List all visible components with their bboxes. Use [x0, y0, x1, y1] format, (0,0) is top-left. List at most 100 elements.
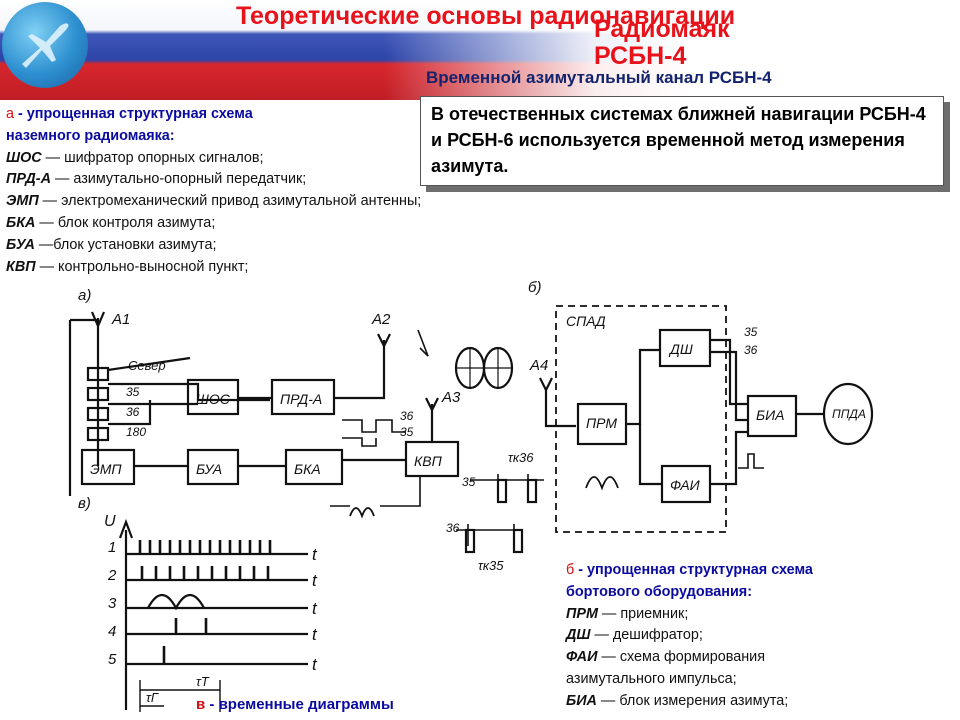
label-dsh-36: 36 — [744, 343, 758, 357]
label-north: Север — [128, 358, 166, 373]
label-kvp-36: 36 — [400, 409, 414, 423]
legend-abbr: БУА — [6, 236, 35, 253]
label-35: 35 — [126, 385, 140, 399]
label-a4: А4 — [529, 357, 548, 374]
label-tau-k36: τк36 — [508, 450, 534, 465]
label-180: 180 — [126, 425, 146, 439]
legend-abbr: ЭМП — [6, 193, 39, 210]
t-label-1: t — [312, 545, 318, 564]
legend-timing-text: - временные диаграммы — [205, 696, 394, 713]
legend-item: ПРМ — приемник; — [566, 604, 813, 626]
legend-item: БУА —блок установки азимута; — [6, 235, 421, 257]
legend-desc: —блок установки азимута; — [34, 236, 217, 253]
label-tau-g: τГ — [146, 690, 159, 705]
legend-item: БКА — блок контроля азимута; — [6, 213, 421, 235]
legend-desc: — азимутально-опорный передатчик; — [50, 171, 307, 188]
legend-desc: — блок контроля азимута; — [35, 214, 216, 231]
ppda-indicator — [822, 382, 874, 446]
legend-desc: — блок измерения азимута; — [596, 692, 789, 709]
legend-item: азимутального импульса; — [566, 669, 813, 691]
legend-item: КВП — контрольно-выносной пункт; — [6, 257, 421, 279]
legend-onboard: б - упрощенная структурная схема бортово… — [566, 560, 813, 713]
label-b: б) — [528, 279, 541, 296]
legend-abbr: ФАИ — [566, 649, 598, 666]
label-dsh: ДШ — [668, 341, 693, 357]
label-pulse-35: 35 — [462, 475, 476, 489]
label-pulse-36: 36 — [446, 521, 460, 535]
legend-onboard-title: б - упрощенная структурная схема — [566, 560, 813, 582]
row-label-4: 4 — [108, 623, 116, 640]
label-kvp: КВП — [414, 453, 443, 469]
legend-desc: — приемник; — [597, 605, 689, 622]
antenna-a3-symbol — [425, 397, 439, 413]
page-title: Теоретические основы радионавигации — [236, 2, 736, 30]
row-label-5: 5 — [108, 651, 117, 668]
legend-item: ФАИ — схема формирования — [566, 647, 813, 669]
label-kvp-35: 35 — [400, 425, 414, 439]
antenna-a1-symbol — [90, 311, 106, 329]
legend-onboard-title-2: бортового оборудования: — [566, 583, 752, 600]
legend-abbr: ШОС — [6, 149, 42, 166]
legend-ground: а - упрощенная структурная схема наземно… — [6, 104, 421, 278]
label-a3: А3 — [441, 389, 461, 406]
legend-item: БИА — блок измерения азимута; — [566, 691, 813, 713]
label-tau-t: τТ — [196, 674, 210, 689]
label-spad: СПАД — [566, 313, 606, 329]
legend-abbr: ПРД-А — [6, 171, 51, 188]
t-label-5: t — [312, 655, 318, 674]
label-tau-k35: τк35 — [478, 558, 504, 573]
legend-timing: в - временные диаграммы — [196, 694, 394, 716]
callout-box: В отечественных системах ближней навигац… — [420, 96, 944, 186]
legend-abbr: БИА — [566, 692, 597, 709]
label-a1: А1 — [111, 311, 130, 328]
row-label-2: 2 — [107, 567, 117, 584]
t-label-2: t — [312, 571, 318, 590]
label-v: в) — [78, 495, 91, 512]
label-dsh-35: 35 — [744, 325, 758, 339]
legend-ground-title-2: наземного радиомаяка: — [6, 127, 175, 144]
legend-desc: — схема формирования — [597, 649, 766, 666]
label-bua: БУА — [196, 461, 222, 477]
airplane-icon — [22, 23, 69, 68]
header-fade — [0, 0, 960, 100]
spad-box — [555, 305, 727, 533]
legend-desc: — контрольно-выносной пункт; — [35, 258, 249, 275]
label-a: а) — [78, 287, 91, 304]
label-emp: ЭМП — [90, 461, 122, 477]
legend-abbr: ПРМ — [566, 605, 598, 622]
label-prm: ПРМ — [586, 415, 617, 431]
antenna-a2-symbol — [377, 333, 391, 349]
legend-desc: азимутального импульса; — [566, 670, 737, 687]
t-label-4: t — [312, 625, 318, 644]
legend-letter: а — [6, 106, 15, 122]
legend-letter: в — [196, 696, 206, 713]
legend-desc: — электромеханический привод азимутально… — [38, 193, 422, 210]
legend-item: ДШ — дешифратор; — [566, 625, 813, 647]
subtitle-line-1: Радиомаяк — [594, 15, 730, 43]
label-fai: ФАИ — [670, 477, 701, 493]
legend-item: ШОС — шифратор опорных сигналов; — [6, 148, 421, 170]
label-bka: БКА — [294, 461, 321, 477]
dsh-block — [658, 328, 712, 368]
label-prd: ПРД-А — [280, 391, 322, 407]
legend-ground-title: а - упрощенная структурная схема — [6, 104, 421, 126]
legend-letter: б — [566, 562, 575, 578]
legend-abbr: ДШ — [566, 627, 591, 644]
legend-item: ЭМП — электромеханический привод азимута… — [6, 191, 421, 213]
legend-desc: — шифратор опорных сигналов; — [41, 149, 264, 166]
bia-block — [746, 394, 798, 438]
callout-text: В отечественных системах ближней навигац… — [431, 104, 926, 176]
row-label-3: 3 — [108, 595, 117, 612]
legend-abbr: КВП — [6, 258, 36, 275]
section-heading: Временной азимутальный канал РСБН-4 — [426, 68, 772, 87]
label-36: 36 — [126, 405, 140, 419]
label-a2: А2 — [371, 311, 391, 328]
label-shos: ШОС — [196, 391, 231, 407]
label-u: U — [104, 513, 116, 530]
label-ppda: ППДА — [832, 407, 866, 421]
antenna-a4-symbol — [539, 377, 553, 393]
page-subtitle: Радиомаяк РСБН-4 — [594, 16, 730, 70]
legend-title-text: - упрощенная структурная схема — [574, 562, 813, 578]
subtitle-line-2: РСБН-4 — [594, 42, 687, 70]
